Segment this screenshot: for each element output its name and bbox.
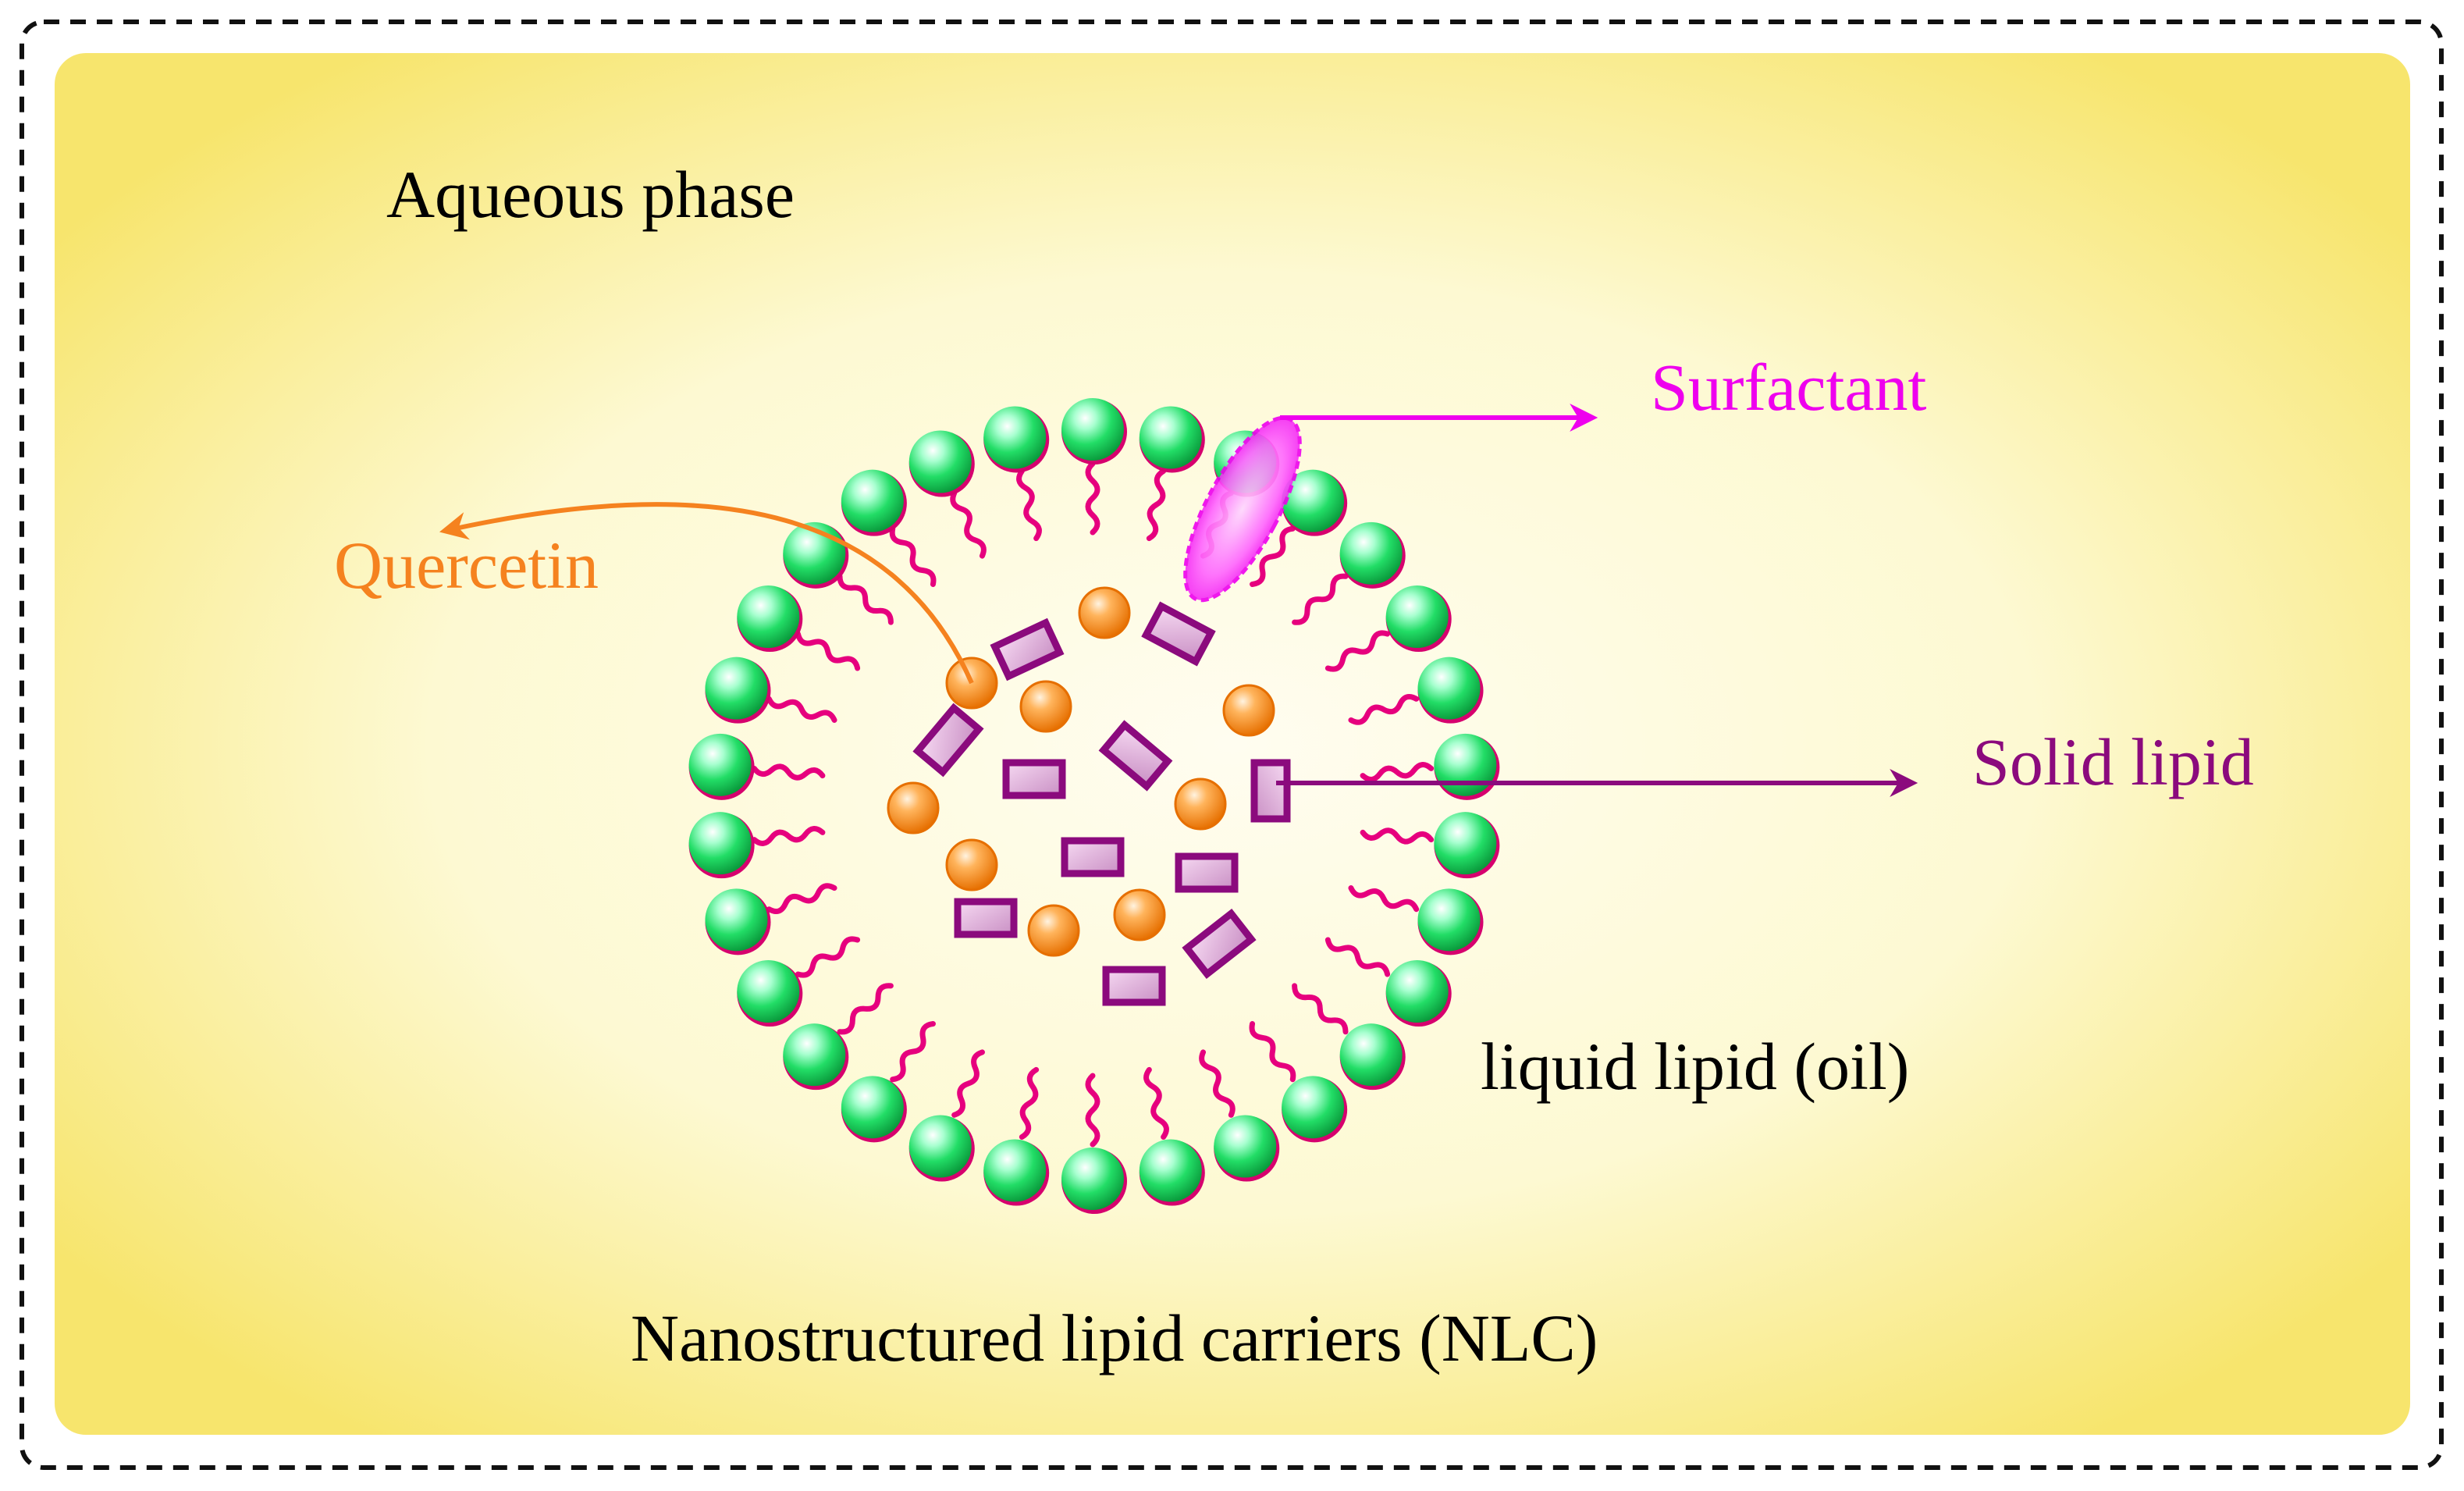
surfactant-head-icon xyxy=(1385,960,1449,1023)
quercetin-icon xyxy=(1078,586,1131,639)
solid-lipid-icon xyxy=(1182,908,1257,980)
surfactant-head-icon xyxy=(705,657,768,720)
quercetin-icon xyxy=(1027,904,1080,957)
surfactant-head-icon xyxy=(1434,733,1497,796)
surfactant-head-icon xyxy=(783,1023,846,1087)
quercetin-icon xyxy=(1174,778,1227,831)
surfactant-head-icon xyxy=(908,1115,972,1178)
surfactant-head-icon xyxy=(1214,1115,1277,1178)
surfactant-head-icon xyxy=(1061,398,1124,461)
solid-lipid-icon xyxy=(1175,852,1239,893)
surfactant-head-icon xyxy=(983,406,1047,469)
quercetin-icon xyxy=(945,838,998,891)
surfactant-head-icon xyxy=(908,430,972,493)
quercetin-icon xyxy=(1113,888,1166,941)
surfactant-head-icon xyxy=(1434,812,1497,875)
aqueous-phase-label: Aqueous phase xyxy=(386,157,795,232)
aqueous-phase-background xyxy=(55,53,2410,1435)
surfactant-head-icon xyxy=(1339,521,1403,585)
surfactant-head-icon xyxy=(1282,469,1345,532)
solid-lipid-label: Solid lipid xyxy=(1972,724,2254,799)
surfactant-head-icon xyxy=(841,1076,904,1139)
solid-lipid-icon xyxy=(1002,759,1066,799)
surfactant-label: Surfactant xyxy=(1651,350,1927,425)
solid-lipid-icon xyxy=(1250,759,1291,823)
surfactant-head-icon xyxy=(1139,1139,1202,1202)
surfactant-head-icon xyxy=(737,960,800,1023)
surfactant-head-icon xyxy=(1339,1023,1403,1087)
surfactant-head-icon xyxy=(737,585,800,648)
solid-lipid-icon xyxy=(912,703,984,778)
surfactant-head-icon xyxy=(1282,1076,1345,1139)
quercetin-icon xyxy=(887,781,940,834)
surfactant-head-icon xyxy=(1139,406,1202,469)
quercetin-icon xyxy=(1019,680,1072,733)
solid-lipid-icon xyxy=(1102,966,1166,1006)
solid-lipid-icon xyxy=(990,617,1065,681)
surfactant-head-icon xyxy=(841,469,904,532)
figure-caption: Nanostructured lipid carriers (NLC) xyxy=(631,1301,1598,1375)
surfactant-head-icon xyxy=(1417,888,1481,952)
solid-lipid-icon xyxy=(954,898,1018,938)
surfactant-head-icon xyxy=(705,888,768,952)
liquid-lipid-label: liquid lipid (oil) xyxy=(1481,1029,1909,1104)
surfactant-head-icon xyxy=(688,733,752,796)
surfactant-head-icon xyxy=(1061,1148,1124,1210)
solid-lipid-icon xyxy=(1141,601,1216,667)
quercetin-arrow xyxy=(439,502,974,685)
quercetin-label: Quercetin xyxy=(334,528,599,603)
surfactant-head-icon xyxy=(1417,657,1481,720)
surfactant-head-icon xyxy=(1385,585,1449,648)
solid-lipid-icon xyxy=(1061,837,1125,877)
outer-dashed-frame xyxy=(20,20,2444,1470)
quercetin-icon xyxy=(1222,684,1275,737)
nlc-particle xyxy=(688,398,1500,1214)
surfactant-head-icon xyxy=(983,1139,1047,1202)
surfactant-head-icon xyxy=(688,812,752,875)
solid-lipid-icon xyxy=(1098,720,1173,792)
